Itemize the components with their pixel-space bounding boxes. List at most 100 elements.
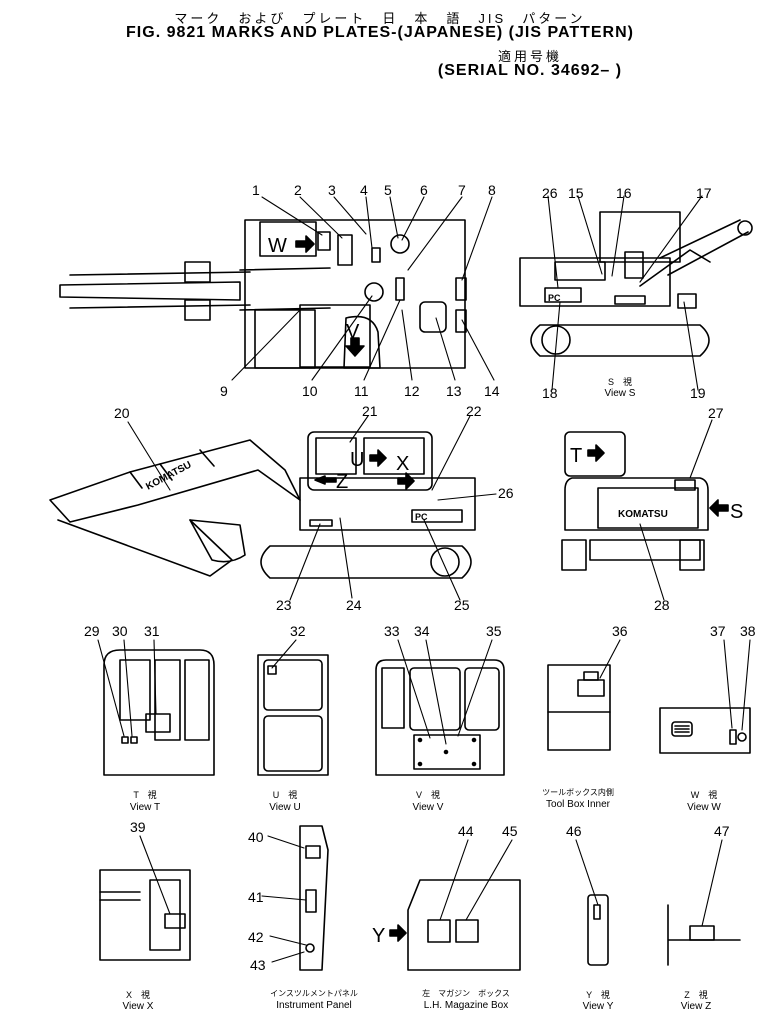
callout-25: 25: [454, 597, 470, 613]
caption-v-en: View V: [413, 802, 444, 813]
callout-40: 40: [248, 829, 264, 845]
callout-26-side: 26: [498, 485, 514, 501]
detail-view-u: [257, 654, 329, 776]
top-view-machine: [59, 219, 467, 369]
callout-26-top: 26: [542, 185, 558, 201]
callout-28: 28: [654, 597, 670, 613]
callout-1: 1: [252, 182, 260, 198]
callout-19: 19: [690, 385, 706, 401]
caption-panel-en: Instrument Panel: [276, 1000, 352, 1011]
detail-view-x: [99, 869, 191, 961]
callout-16: 16: [616, 185, 632, 201]
caption-magazine-en: L.H. Magazine Box: [424, 1000, 509, 1011]
serial-number: (SERIAL NO. 34692– ): [437, 62, 623, 79]
callout-32: 32: [290, 623, 306, 639]
callout-38: 38: [740, 623, 756, 639]
caption-u-en: View U: [269, 802, 301, 813]
callout-17: 17: [696, 185, 712, 201]
caption-toolbox-jp: ツールボックス内側: [542, 787, 614, 797]
view-letter-y: Y: [372, 925, 385, 947]
callout-13: 13: [446, 383, 462, 399]
view-arrow-x: [397, 472, 415, 490]
caption-w-en: View W: [687, 802, 721, 813]
callout-21: 21: [362, 403, 378, 419]
jp-title: マーク および プレート 日 本 語 JIS パターン: [174, 11, 586, 26]
caption-x-en: View X: [123, 1001, 154, 1012]
view-letters: W V U X Z T S Y: [268, 235, 743, 947]
view-arrow-t: [587, 444, 605, 462]
caption-t-jp: T 視: [133, 789, 156, 800]
callout-14: 14: [484, 383, 500, 399]
caption-z-jp: Z 視: [684, 989, 708, 1000]
callout-3: 3: [328, 182, 336, 198]
caption-s-en: View S: [605, 388, 636, 399]
brand-plate-rear: KOMATSU: [618, 509, 668, 520]
callout-45: 45: [502, 823, 518, 839]
view-letter-t: T: [570, 445, 582, 467]
callout-31: 31: [144, 623, 160, 639]
detail-view-t: [103, 649, 215, 776]
callout-27: 27: [708, 405, 724, 421]
detail-view-v: [375, 659, 505, 776]
callout-10: 10: [302, 383, 318, 399]
detail-instrument-panel: [299, 825, 329, 971]
view-letter-z: Z: [336, 471, 348, 493]
callout-34: 34: [414, 623, 430, 639]
caption-v-jp: V 視: [416, 789, 440, 800]
caption-magazine-jp: 左 マガジン ボックス: [422, 988, 510, 998]
caption-t-en: View T: [130, 802, 160, 813]
view-arrow-z: [314, 475, 337, 485]
view-letter-s: S: [730, 501, 743, 523]
side-view-machine: [49, 431, 476, 579]
caption-x-jp: X 視: [126, 989, 150, 1000]
rear-view-machine: [561, 431, 709, 571]
detail-view-y: [587, 894, 609, 966]
detail-tool-box-inner: [547, 664, 611, 751]
callout-numbers: 1 2 3 4 5 6 7 8 9 10 11 12 13 14 15 16 1…: [84, 182, 756, 973]
view-letter-w: W: [268, 235, 287, 257]
callout-39: 39: [130, 819, 146, 835]
callout-9: 9: [220, 383, 228, 399]
callout-30: 30: [112, 623, 128, 639]
caption-w-jp: W 視: [691, 789, 718, 800]
jp-serial-label: 適用号機: [497, 49, 562, 64]
callout-4: 4: [360, 182, 368, 198]
callout-42: 42: [248, 929, 264, 945]
callout-37: 37: [710, 623, 726, 639]
pc-plate-side: PC: [548, 293, 561, 303]
callout-6: 6: [420, 182, 428, 198]
view-arrow-y: [389, 924, 407, 942]
callout-20: 20: [114, 405, 130, 421]
view-captions: S 視 View S T 視 View T U 視 View U V 視 Vie…: [123, 376, 722, 1012]
caption-z-en: View Z: [681, 1001, 711, 1012]
side-view-s-machine: [519, 211, 753, 357]
callout-12: 12: [404, 383, 420, 399]
callout-41: 41: [248, 889, 264, 905]
detail-view-w: [659, 707, 751, 754]
caption-u-jp: U 視: [273, 789, 298, 800]
caption-y-en: View Y: [583, 1001, 614, 1012]
callout-23: 23: [276, 597, 292, 613]
callout-35: 35: [486, 623, 502, 639]
view-arrow-v: [345, 337, 365, 357]
callout-11: 11: [354, 383, 369, 399]
callout-5: 5: [384, 182, 392, 198]
figure-title: FIG. 9821 MARKS AND PLATES-(JAPANESE) (J…: [126, 24, 634, 41]
callout-8: 8: [488, 182, 496, 198]
caption-panel-jp: インスツルメントパネル: [270, 989, 358, 998]
callout-2: 2: [294, 182, 302, 198]
view-letter-u: U: [350, 449, 364, 471]
callout-7: 7: [458, 182, 466, 198]
view-arrow-w: [295, 235, 315, 253]
detail-view-z: [667, 904, 741, 966]
view-arrow-u: [369, 449, 387, 467]
pc-plate-rear: PC: [415, 512, 428, 522]
callout-24: 24: [346, 597, 362, 613]
callout-47: 47: [714, 823, 730, 839]
callout-44: 44: [458, 823, 474, 839]
callout-15: 15: [568, 185, 584, 201]
view-letter-x: X: [396, 453, 409, 475]
callout-33: 33: [384, 623, 400, 639]
callout-46: 46: [566, 823, 582, 839]
